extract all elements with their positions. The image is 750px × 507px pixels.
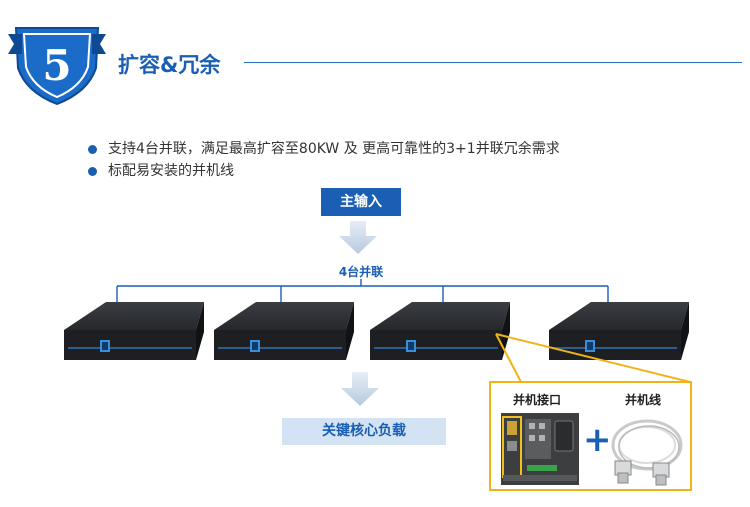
ups-unit-1 (64, 302, 204, 360)
ups-unit-3 (370, 302, 510, 360)
title-divider (244, 62, 742, 63)
bullet-dot-icon (88, 145, 97, 154)
parallel-kit-callout: 并机接口 并机线 + (489, 381, 692, 491)
shield-badge-icon: 5 (8, 27, 106, 106)
down-arrow-icon (341, 372, 379, 406)
parallel-port-image (501, 413, 579, 485)
plus-icon: + (583, 420, 612, 460)
feature-item: 标配易安装的并机线 (86, 160, 560, 182)
parallel-cable-label: 并机线 (625, 393, 662, 407)
feature-text: 标配易安装的并机线 (108, 163, 234, 179)
parallel-port-label: 并机接口 (513, 393, 562, 407)
critical-load-box: 关键核心负载 (282, 418, 446, 445)
section-number: 5 (42, 41, 71, 90)
down-arrow-icon (339, 221, 377, 254)
ups-unit-2 (214, 302, 354, 360)
feature-item: 支持4台并联，满足最高扩容至80KW 及 更高可靠性的3+1并联冗余需求 (86, 138, 560, 160)
parallel-label: 4台并联 (338, 265, 384, 279)
bullet-dot-icon (88, 167, 97, 176)
feature-text: 支持4台并联，满足最高扩容至80KW 及 更高可靠性的3+1并联冗余需求 (108, 141, 560, 157)
callout-pointer (495, 333, 691, 383)
main-input-box: 主输入 (321, 188, 401, 216)
feature-list: 支持4台并联，满足最高扩容至80KW 及 更高可靠性的3+1并联冗余需求 标配易… (86, 138, 560, 182)
bus-lines (116, 279, 609, 302)
section-title: 扩容&冗余 (118, 53, 221, 77)
parallel-cable-image (611, 419, 683, 486)
